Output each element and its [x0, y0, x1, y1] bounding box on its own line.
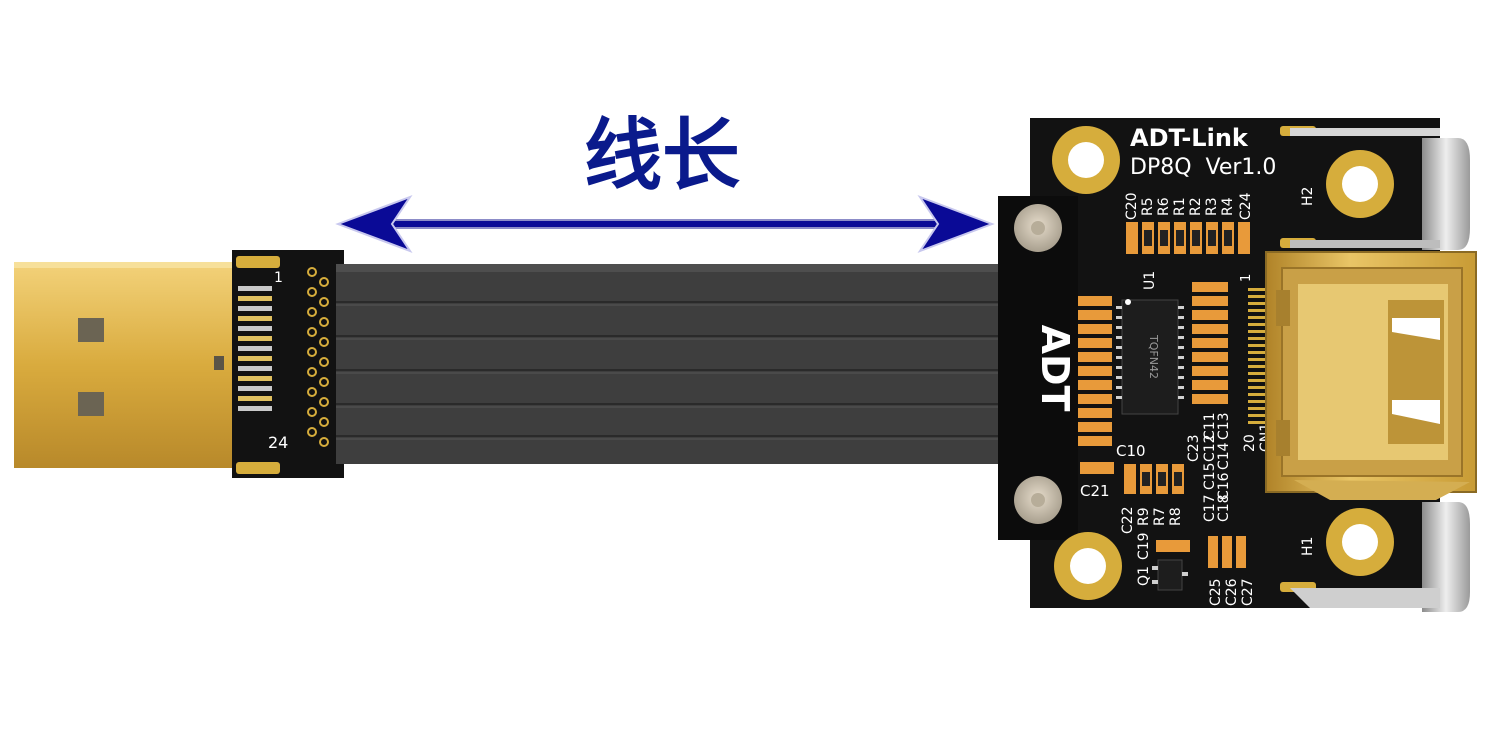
ref-r4: R4	[1220, 197, 1236, 216]
connector-pads	[1248, 288, 1266, 424]
ref-r6: R6	[1156, 197, 1172, 216]
silver-post-bottom	[1290, 502, 1470, 612]
ref-c13: C13	[1216, 412, 1232, 440]
bottom-resistor-row	[1124, 464, 1184, 494]
ref-q1: Q1	[1136, 566, 1152, 586]
ref-c12: C12	[1202, 434, 1218, 462]
female-connector	[1265, 251, 1477, 500]
ref-c21: C21	[1080, 482, 1110, 500]
ref-c18: C18	[1216, 494, 1232, 522]
ribbon-cable	[336, 264, 1008, 464]
length-label: 线长	[584, 111, 740, 201]
top-component-row	[1126, 222, 1250, 254]
chip-marking: TQFN42	[1147, 334, 1160, 379]
ref-r9: R9	[1136, 507, 1152, 526]
connector-pin-first: 1	[1239, 274, 1254, 282]
ref-r5: R5	[1140, 197, 1156, 216]
ref-c14: C14	[1216, 442, 1232, 470]
hole-label-top: H2	[1300, 187, 1316, 206]
ref-c16: C16	[1216, 472, 1232, 500]
ref-c11: C11	[1202, 412, 1218, 440]
ref-c20: C20	[1124, 192, 1140, 220]
connector-pin-last: 20	[1242, 434, 1258, 452]
bottom-cap-group	[1208, 536, 1246, 568]
board-side-logo: ADT	[1033, 325, 1077, 412]
ref-c17: C17	[1202, 494, 1218, 522]
ref-c10: C10	[1116, 442, 1146, 460]
ref-r3: R3	[1204, 197, 1220, 216]
ref-c15: C15	[1202, 462, 1218, 490]
ref-r2: R2	[1188, 197, 1204, 216]
transistor-q1	[1157, 559, 1183, 591]
ref-c19: C19	[1136, 532, 1152, 560]
ref-c26: C26	[1224, 578, 1240, 606]
ref-r8: R8	[1168, 507, 1184, 526]
dp-plug	[14, 262, 232, 468]
ref-c25: C25	[1208, 578, 1224, 606]
right-cap-column	[1192, 282, 1228, 404]
plug-pin-first-label: 1	[274, 270, 283, 286]
ref-r7: R7	[1152, 507, 1168, 526]
ref-c23: C23	[1186, 434, 1202, 462]
left-cap-column	[1078, 296, 1114, 474]
ref-c22: C22	[1120, 506, 1136, 534]
plug-pin-last-label: 24	[268, 433, 288, 452]
length-arrow	[335, 194, 995, 254]
hole-label-bottom: H1	[1300, 537, 1316, 556]
plug-pcb: 1 24	[232, 250, 344, 478]
ref-c24: C24	[1238, 192, 1254, 220]
board-brand: ADT-Link	[1130, 124, 1249, 152]
silver-post-top	[1290, 128, 1470, 250]
ref-r1: R1	[1172, 197, 1188, 216]
ref-c27: C27	[1240, 578, 1256, 606]
chip-ref: U1	[1142, 271, 1158, 290]
board-model: DP8Q Ver1.0	[1130, 155, 1276, 180]
